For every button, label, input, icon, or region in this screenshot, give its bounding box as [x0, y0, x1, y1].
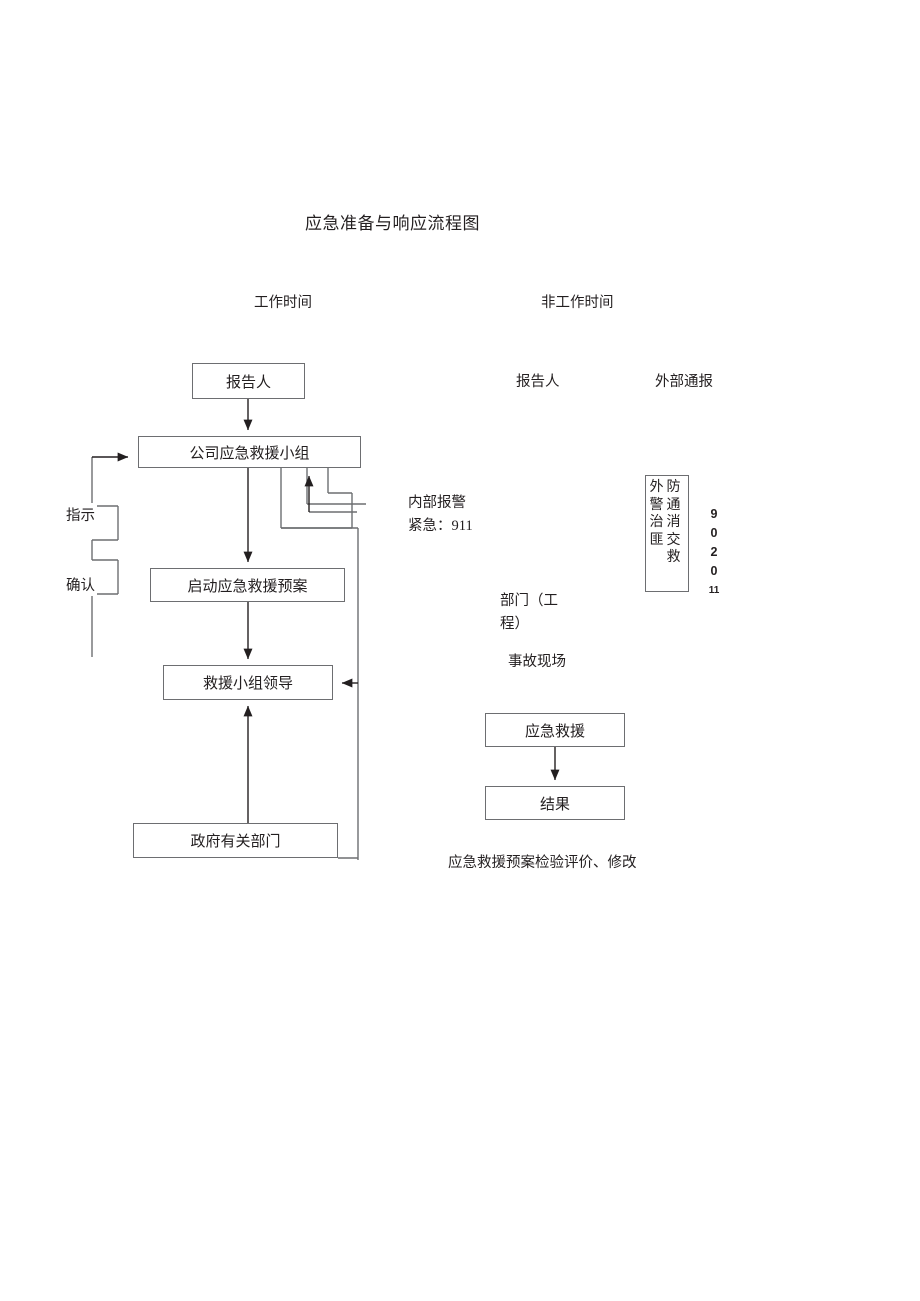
external-alarm-box — [645, 475, 689, 592]
page-title: 应急准备与响应流程图 — [305, 214, 480, 233]
node-result[interactable]: 结果 — [485, 786, 625, 820]
alarm-number-2: 2 — [710, 545, 718, 559]
alarm-number-1: 0 — [710, 526, 718, 540]
external-alarm-column-right: 防通消交救 — [666, 480, 681, 565]
alarm-number-0: 9 — [710, 507, 718, 521]
node-emergency-rescue-label: 应急救援 — [524, 723, 585, 740]
node-rescue-team-leader-label: 救援小组领导 — [202, 676, 293, 692]
node-activate-emergency-rescue-plan[interactable]: 启动应急救援预案 — [150, 568, 345, 602]
label-external-notification: 外部通报 — [655, 374, 713, 390]
column-heading-working-hours: 工作时间 — [254, 295, 312, 311]
internal-alarm-line1: 内部报警 — [408, 495, 466, 511]
edge-label-confirmation: 确认 — [64, 573, 97, 596]
edge-label-instruction: 指示 — [64, 503, 97, 526]
external-alarm-column-left: 外警治匪 — [649, 480, 664, 548]
internal-alarm-line2: 紧急：911 — [408, 518, 473, 534]
alarm-number-3: 0 — [710, 564, 718, 578]
label-reporter-right: 报告人 — [516, 374, 560, 390]
node-reporter[interactable]: 报告人 — [192, 363, 305, 399]
node-rescue-team-leader[interactable]: 救援小组领导 — [163, 665, 333, 700]
node-reporter-label: 报告人 — [225, 374, 271, 391]
department-line2: 程） — [500, 616, 529, 632]
alarm-number-4: 11 — [708, 585, 720, 596]
node-company-emergency-rescue-team-label: 公司应急救援小组 — [189, 445, 310, 462]
department-line1: 部门（工 — [500, 593, 558, 609]
node-government-departments[interactable]: 政府有关部门 — [133, 823, 338, 858]
external-alarm-numbers: 9 0 2 0 11 — [705, 505, 723, 600]
node-company-emergency-rescue-team[interactable]: 公司应急救援小组 — [138, 436, 361, 468]
node-government-departments-label: 政府有关部门 — [190, 834, 281, 850]
node-activate-emergency-rescue-plan-label: 启动应急救援预案 — [187, 578, 308, 595]
column-heading-non-working-hours: 非工作时间 — [541, 295, 614, 311]
node-result-label: 结果 — [539, 796, 570, 813]
node-emergency-rescue[interactable]: 应急救援 — [485, 713, 625, 747]
footer-note: 应急救援预案检验评价、修改 — [448, 855, 637, 871]
label-accident-scene: 事故现场 — [508, 654, 566, 670]
